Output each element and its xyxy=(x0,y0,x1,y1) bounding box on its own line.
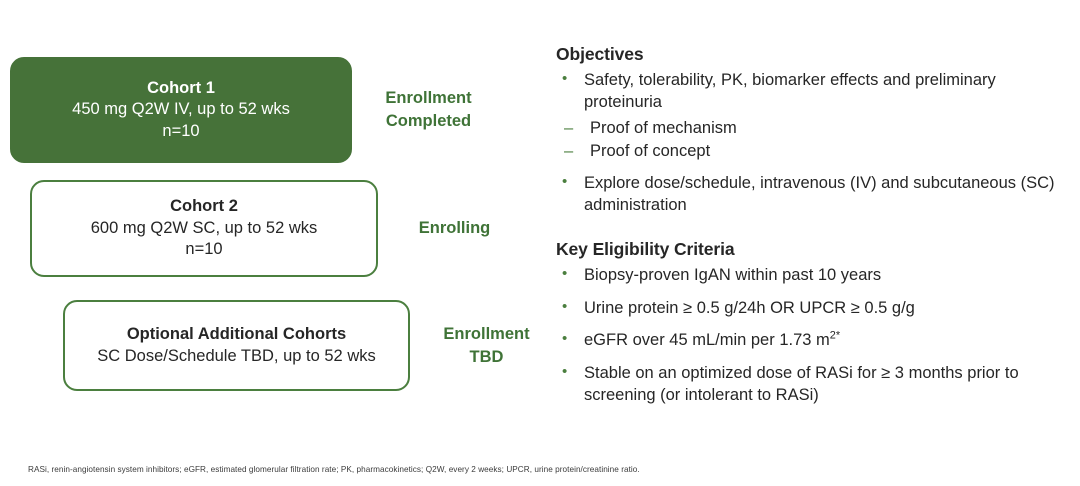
eligibility-item-1: Biopsy-proven IgAN within past 10 years xyxy=(556,264,1066,287)
eligibility-item-4: Stable on an optimized dose of RASi for … xyxy=(556,362,1066,407)
objectives-subitem-1: Proof of mechanism xyxy=(556,117,1066,141)
cohort-2-title: Cohort 2 xyxy=(170,197,238,216)
objectives-heading: Objectives xyxy=(556,44,644,64)
cohort-diagram: Cohort 1 450 mg Q2W IV, up to 52 wks n=1… xyxy=(0,0,540,440)
cohort-3-status-line2: TBD xyxy=(469,347,504,366)
cohort-row-2: Cohort 2 600 mg Q2W SC, up to 52 wks n=1… xyxy=(30,180,517,277)
cohort-box-3[interactable]: Optional Additional Cohorts SC Dose/Sche… xyxy=(63,300,410,391)
cohort-3-status-line1: Enrollment xyxy=(443,324,530,343)
cohort-row-1: Cohort 1 450 mg Q2W IV, up to 52 wks n=1… xyxy=(10,57,491,163)
eligibility-item-2: Urine protein ≥ 0.5 g/24h OR UPCR ≥ 0.5 … xyxy=(556,297,1066,320)
cohort-box-1[interactable]: Cohort 1 450 mg Q2W IV, up to 52 wks n=1… xyxy=(10,57,352,163)
footnote-abbreviations: RASi, renin-angiotensin system inhibitor… xyxy=(28,465,640,474)
cohort-1-title: Cohort 1 xyxy=(147,78,215,97)
objectives-subitem-2: Proof of concept xyxy=(556,140,1066,164)
egfr-text: eGFR over 45 mL/min per 1.73 m xyxy=(584,331,830,350)
cohort-3-title: Optional Additional Cohorts xyxy=(126,325,347,344)
cohort-1-status-line1: Enrollment xyxy=(385,89,472,108)
objectives-list: Safety, tolerability, PK, biomarker effe… xyxy=(556,69,1066,114)
cohort-row-3: Optional Additional Cohorts SC Dose/Sche… xyxy=(63,300,549,391)
objectives-list-2: Explore dose/schedule, intravenous (IV) … xyxy=(556,172,1066,217)
cohort-2-status-line1: Enrolling xyxy=(418,219,491,238)
cohort-1-status: Enrollment Completed xyxy=(366,87,491,133)
cohort-2-dose: 600 mg Q2W SC, up to 52 wks xyxy=(90,218,318,237)
eligibility-heading: Key Eligibility Criteria xyxy=(556,238,735,259)
eligibility-item-3: eGFR over 45 mL/min per 1.73 m2* xyxy=(556,329,1066,352)
cohort-2-n: n=10 xyxy=(185,240,223,259)
cohort-box-2[interactable]: Cohort 2 600 mg Q2W SC, up to 52 wks n=1… xyxy=(30,180,378,277)
objectives-item-1: Safety, tolerability, PK, biomarker effe… xyxy=(556,69,1066,114)
cohort-1-dose: 450 mg Q2W IV, up to 52 wks xyxy=(72,100,290,119)
eligibility-list: Biopsy-proven IgAN within past 10 years … xyxy=(556,264,1066,408)
objectives-sublist: Proof of mechanism Proof of concept xyxy=(556,117,1066,164)
objectives-item-2: Explore dose/schedule, intravenous (IV) … xyxy=(556,172,1066,217)
egfr-superscript: 2* xyxy=(829,329,841,342)
content-column: Objectives Safety, tolerability, PK, bio… xyxy=(556,44,1066,410)
cohort-2-status: Enrolling xyxy=(392,217,517,240)
cohort-1-status-line2: Completed xyxy=(385,112,472,130)
cohort-3-status: Enrollment TBD xyxy=(424,323,549,369)
cohort-3-dose: SC Dose/Schedule TBD, up to 52 wks xyxy=(97,346,376,365)
cohort-1-n: n=10 xyxy=(162,121,200,140)
